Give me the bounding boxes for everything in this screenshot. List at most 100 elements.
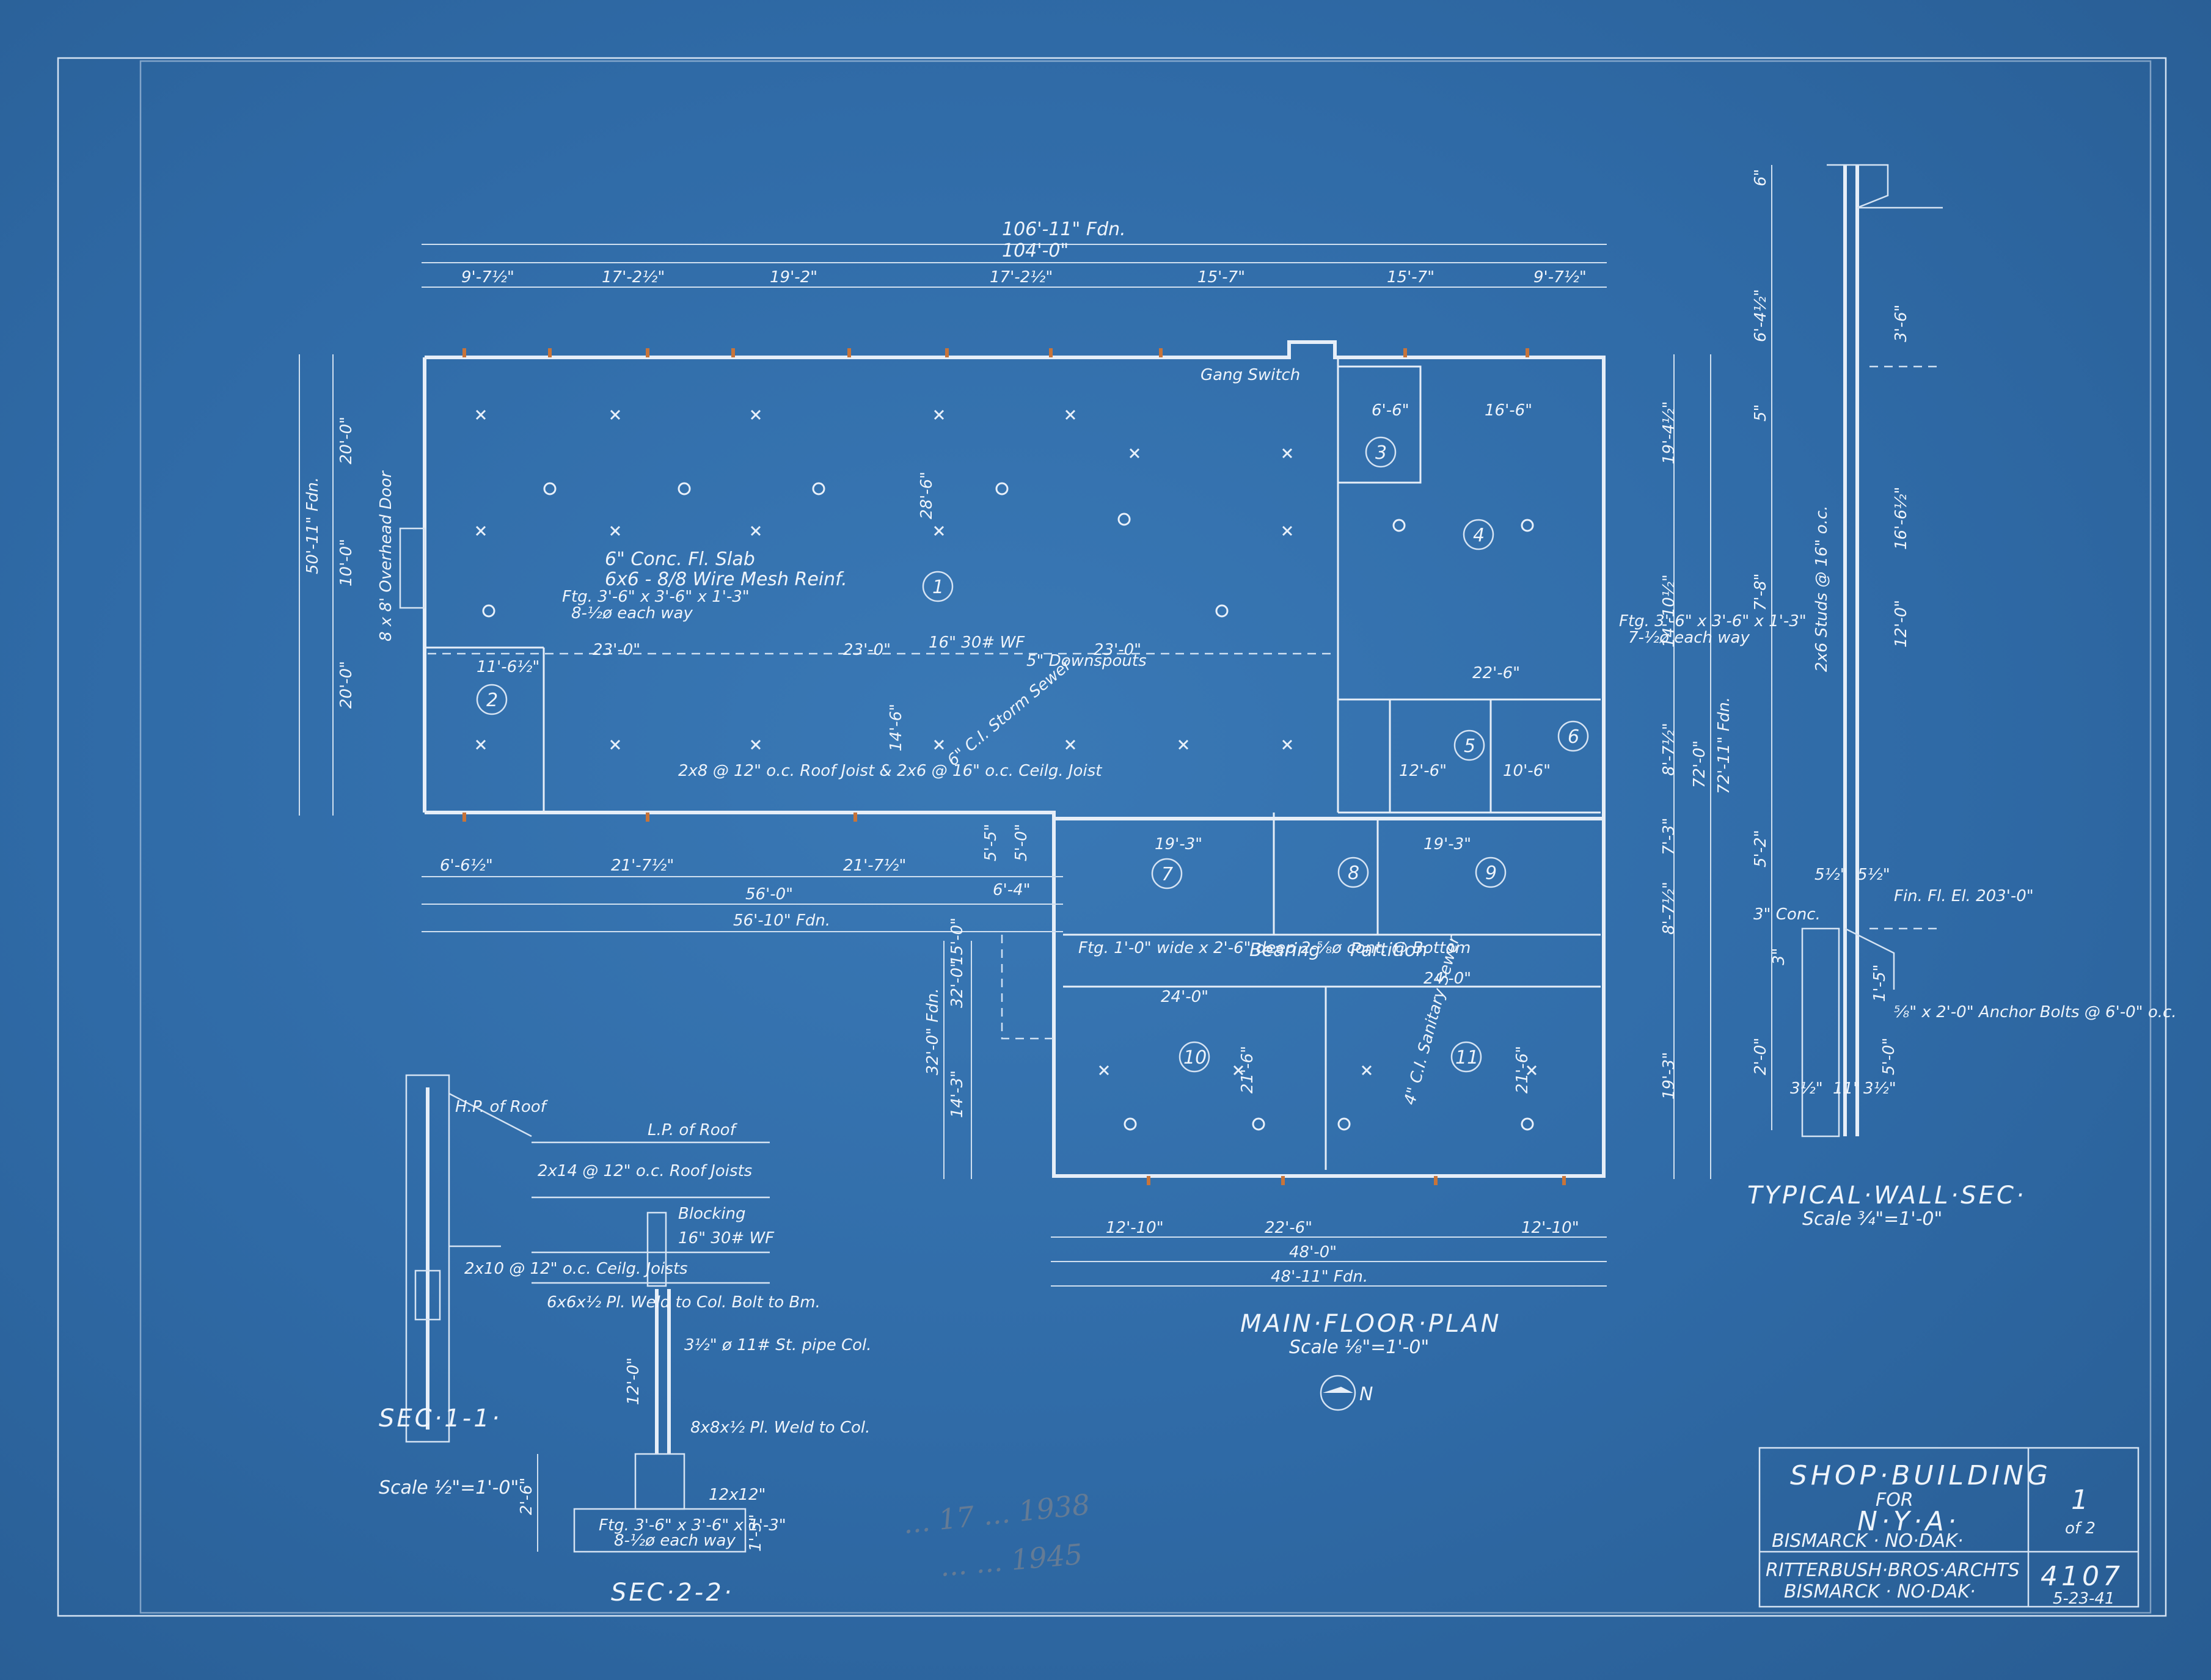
svg-text:... 17 ... 1938: ... 17 ... 1938 bbox=[902, 1488, 1092, 1540]
svg-text:2x10 @ 12" o.c. Ceilg. Joists: 2x10 @ 12" o.c. Ceilg. Joists bbox=[464, 1260, 688, 1278]
svg-text:23'-0": 23'-0" bbox=[593, 641, 640, 659]
svg-text:1'-3": 1'-3" bbox=[747, 1514, 765, 1552]
svg-text:FOR: FOR bbox=[1876, 1489, 1913, 1511]
room-10: 10 bbox=[1183, 1047, 1207, 1068]
svg-text:L.P. of Roof: L.P. of Roof bbox=[648, 1121, 738, 1139]
sheet-border bbox=[57, 57, 2167, 1617]
floor-plan-walls bbox=[399, 340, 1606, 1178]
svg-text:32'-0" Fdn.: 32'-0" Fdn. bbox=[924, 988, 942, 1075]
architects: RITTERBUSH·BROS·ARCHTS bbox=[1766, 1560, 2020, 1581]
light-fixtures bbox=[475, 409, 1537, 1076]
svg-text:2x6 Studs @ 16" o.c.: 2x6 Studs @ 16" o.c. bbox=[1813, 505, 1831, 672]
title-block-frame bbox=[1758, 1447, 2140, 1608]
svg-text:8-½ø each way: 8-½ø each way bbox=[614, 1532, 736, 1550]
svg-text:BISMARCK · NO·DAK·: BISMARCK · NO·DAK· bbox=[1772, 1530, 1963, 1552]
wall-section-scale: Scale ¾"=1'-0" bbox=[1802, 1208, 1942, 1230]
svg-text:11'-6½": 11'-6½" bbox=[477, 658, 539, 676]
svg-text:50'-11" Fdn.: 50'-11" Fdn. bbox=[304, 477, 322, 574]
svg-text:6'-4": 6'-4" bbox=[993, 881, 1031, 899]
svg-text:28'-6": 28'-6" bbox=[918, 472, 936, 519]
dimension-lines bbox=[299, 244, 1711, 1287]
svg-text:8-½ø each way: 8-½ø each way bbox=[571, 604, 693, 623]
svg-text:2x14 @ 12" o.c. Roof Joists: 2x14 @ 12" o.c. Roof Joists bbox=[538, 1162, 752, 1180]
section-1-1-drawing bbox=[405, 1074, 532, 1443]
svg-text:10'-6": 10'-6" bbox=[1503, 762, 1551, 780]
section-1-1-scale: Scale ½"=1'-0" bbox=[379, 1477, 519, 1499]
svg-text:15'-7": 15'-7" bbox=[1197, 268, 1245, 287]
wall-section-drawing bbox=[1771, 164, 1943, 1138]
svg-text:56'-10" Fdn.: 56'-10" Fdn. bbox=[733, 911, 830, 930]
svg-text:20'-0": 20'-0" bbox=[337, 661, 356, 709]
svg-text:Bearing: Bearing bbox=[1249, 940, 1320, 961]
svg-text:8'-7½": 8'-7½" bbox=[1660, 882, 1678, 935]
section-2-2-drawing bbox=[532, 1141, 770, 1553]
svg-text:5½": 5½" bbox=[1857, 866, 1890, 884]
wall-section-labels: TYPICAL·WALL·SEC· Scale ¾"=1'-0" Fin. Fl… bbox=[1747, 169, 2177, 1230]
svg-text:5'-2": 5'-2" bbox=[1752, 830, 1770, 867]
section-1-1-title: SEC·1-1· bbox=[379, 1404, 502, 1433]
drawing-number: 4107 bbox=[2041, 1561, 2124, 1592]
svg-text:2x8 @ 12" o.c. Roof Joist & 2x: 2x8 @ 12" o.c. Roof Joist & 2x6 @ 16" o.… bbox=[678, 762, 1102, 780]
svg-text:16'-6½": 16'-6½" bbox=[1892, 487, 1910, 550]
svg-text:3" Conc.: 3" Conc. bbox=[1753, 905, 1821, 924]
room-7: 7 bbox=[1161, 864, 1173, 885]
plan-scale: Scale ⅛"=1'-0" bbox=[1289, 1337, 1429, 1358]
svg-text:21'-6": 21'-6" bbox=[1238, 1046, 1257, 1094]
svg-text:19'-3": 19'-3" bbox=[1155, 835, 1202, 853]
svg-text:24'-0": 24'-0" bbox=[1423, 970, 1471, 988]
room-2: 2 bbox=[486, 690, 498, 711]
outlets bbox=[482, 482, 1534, 1131]
svg-text:1'-5": 1'-5" bbox=[1871, 964, 1889, 1002]
room-1: 1 bbox=[932, 577, 944, 598]
title-block: SHOP·BUILDING FOR N·Y·A· BISMARCK · NO·D… bbox=[1766, 1460, 2124, 1608]
svg-text:21'-6": 21'-6" bbox=[1513, 1046, 1532, 1094]
svg-text:6": 6" bbox=[1752, 169, 1770, 186]
svg-text:5'-0": 5'-0" bbox=[1880, 1037, 1898, 1075]
sheet-number: 1 bbox=[2071, 1485, 2092, 1516]
svg-text:Ftg. 3'-6" x 3'-6" x 1'-3": Ftg. 3'-6" x 3'-6" x 1'-3" bbox=[562, 588, 750, 606]
svg-text:16'-6": 16'-6" bbox=[1485, 401, 1532, 420]
svg-text:7-½ø each way: 7-½ø each way bbox=[1628, 629, 1750, 647]
svg-text:3'-6": 3'-6" bbox=[1892, 304, 1910, 342]
svg-text:19'-2": 19'-2" bbox=[770, 268, 817, 287]
wall-ticks bbox=[462, 348, 1566, 1185]
svg-text:5'-5": 5'-5" bbox=[982, 824, 1000, 861]
svg-text:14'-10½": 14'-10½" bbox=[1660, 574, 1678, 648]
svg-text:17'-2½": 17'-2½" bbox=[990, 268, 1053, 287]
svg-text:23'-0": 23'-0" bbox=[1094, 641, 1141, 659]
svg-text:8 x 8' Overhead Door: 8 x 8' Overhead Door bbox=[377, 470, 395, 641]
svg-text:12x12": 12x12" bbox=[709, 1486, 766, 1504]
section-1-1-labels: SEC·1-1· Scale ½"=1'-0" H.P. of Roof bbox=[379, 1098, 549, 1499]
project-title: SHOP·BUILDING bbox=[1790, 1460, 2052, 1491]
drawing-date: 5-23-41 bbox=[2053, 1590, 2114, 1608]
svg-text:2'-6": 2'-6" bbox=[517, 1477, 536, 1515]
svg-text:22'-6": 22'-6" bbox=[1472, 664, 1520, 682]
plan-labels: MAIN·FLOOR·PLAN Scale ⅛"=1'-0" N 106'-11… bbox=[304, 219, 1733, 1405]
svg-text:56'-0": 56'-0" bbox=[745, 885, 793, 904]
svg-text:Blocking: Blocking bbox=[678, 1205, 746, 1223]
svg-text:11": 11" bbox=[1833, 1079, 1860, 1098]
svg-text:Gang Switch: Gang Switch bbox=[1201, 366, 1300, 384]
svg-text:12'-6": 12'-6" bbox=[1399, 762, 1447, 780]
svg-text:21'-7½": 21'-7½" bbox=[843, 856, 906, 875]
svg-text:Partition: Partition bbox=[1350, 940, 1427, 961]
svg-text:72'-0": 72'-0" bbox=[1690, 740, 1709, 788]
svg-text:14'-6": 14'-6" bbox=[887, 704, 905, 751]
svg-text:7'-3": 7'-3" bbox=[1660, 817, 1678, 855]
svg-text:22'-6": 22'-6" bbox=[1265, 1219, 1312, 1237]
svg-text:8x8x½ Pl. Weld to Col.: 8x8x½ Pl. Weld to Col. bbox=[690, 1419, 870, 1437]
svg-text:48'-0": 48'-0" bbox=[1289, 1243, 1337, 1262]
svg-text:6'-4½": 6'-4½" bbox=[1752, 289, 1770, 342]
svg-text:6x6x½ Pl. Weld to Col. Bolt to: 6x6x½ Pl. Weld to Col. Bolt to Bm. bbox=[547, 1293, 820, 1312]
svg-text:3½": 3½" bbox=[1863, 1079, 1896, 1098]
plan-title: MAIN·FLOOR·PLAN bbox=[1240, 1310, 1502, 1338]
plan-notes: 6" Conc. Fl. Slab 6x6 - 8/8 Wire Mesh Re… bbox=[377, 366, 1807, 1107]
svg-text:5" Downspouts: 5" Downspouts bbox=[1026, 652, 1147, 670]
svg-text:3": 3" bbox=[1770, 948, 1788, 965]
svg-text:12'-10": 12'-10" bbox=[1521, 1219, 1579, 1237]
svg-text:Ftg. 3'-6" x 3'-6" x 1'-3": Ftg. 3'-6" x 3'-6" x 1'-3" bbox=[1619, 612, 1807, 630]
dim-overall: 104'-0" bbox=[1002, 240, 1069, 261]
room-8: 8 bbox=[1348, 863, 1359, 884]
